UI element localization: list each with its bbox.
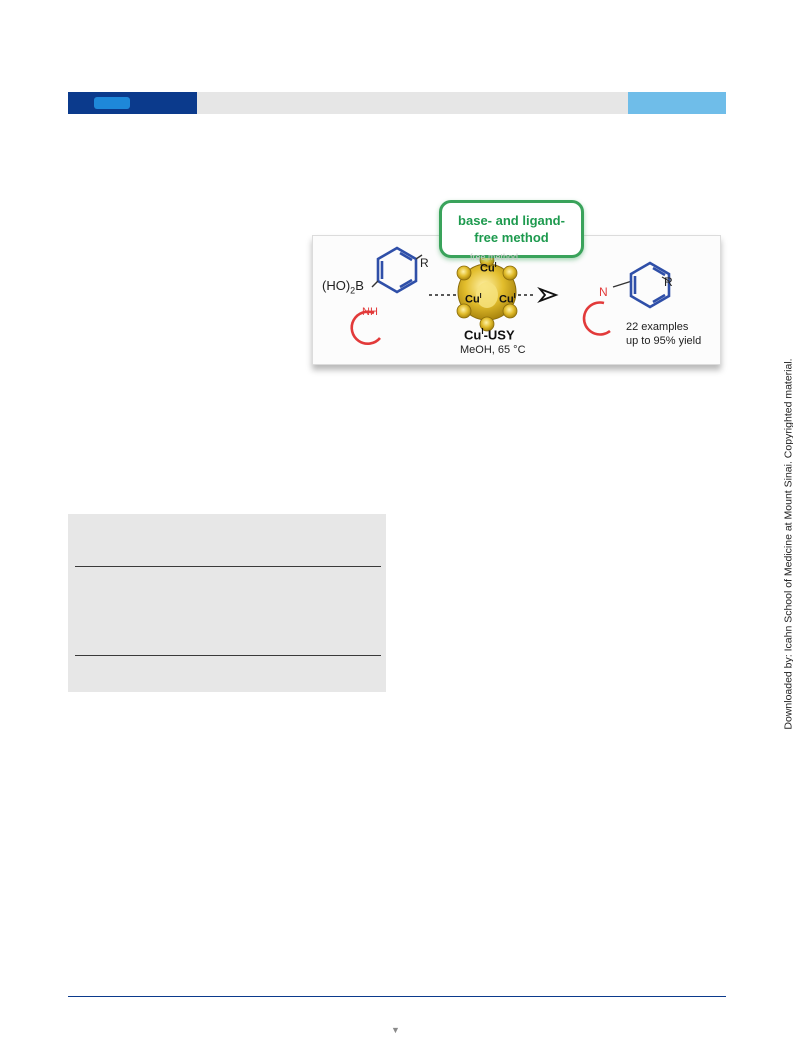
callout-reflection: free method xyxy=(470,252,519,262)
left-benzene-ring xyxy=(376,246,418,294)
n-aryl-bond xyxy=(612,280,633,288)
zeolite-cluster-icon xyxy=(456,252,518,332)
box-divider-top xyxy=(75,566,381,567)
right-r-bond xyxy=(661,276,670,282)
download-notice-text: Downloaded by: Icahn School of Medicine … xyxy=(783,358,793,730)
box-divider-bottom xyxy=(75,655,381,656)
left-b-bond xyxy=(371,280,379,288)
callout-text: base- and ligand- free method xyxy=(458,213,565,245)
substituent-r-right: R xyxy=(664,275,673,289)
header-pill xyxy=(94,97,130,109)
down-triangle-icon[interactable]: ▼ xyxy=(391,1025,400,1035)
header-right-block xyxy=(628,92,726,114)
product-ring-arc xyxy=(582,301,611,336)
product-n-label: N xyxy=(599,285,608,299)
amine-label: NH xyxy=(362,306,378,318)
header-left-block xyxy=(68,92,197,114)
yield-summary: up to 95% yield xyxy=(626,335,702,347)
footer-rule xyxy=(68,996,726,997)
reaction-conditions: MeOH, 65 °C xyxy=(460,344,526,356)
download-notice: Downloaded by: Icahn School of Medicine … xyxy=(778,358,793,729)
substituent-r-left: R xyxy=(420,256,429,270)
scope-summary: 22 examples up to 95% yield xyxy=(626,320,701,348)
method-callout: base- and ligand- free method xyxy=(439,200,584,258)
key-topics-box xyxy=(68,514,386,692)
boronic-acid-label: (HO)2B xyxy=(322,278,364,296)
examples-count: 22 examples xyxy=(626,321,689,333)
reaction-arrowhead xyxy=(537,286,559,304)
cu-site-right: CuI xyxy=(499,293,516,306)
journal-header-bar xyxy=(68,92,726,114)
cu-site-top: CuI xyxy=(480,262,497,275)
right-benzene-ring xyxy=(629,261,671,309)
amine-ring-arc xyxy=(350,310,381,345)
reaction-scheme xyxy=(350,246,671,345)
left-r-bond xyxy=(415,254,423,260)
catalyst-name: CuI-USY xyxy=(464,327,515,343)
cu-site-left: CuI xyxy=(465,293,482,306)
